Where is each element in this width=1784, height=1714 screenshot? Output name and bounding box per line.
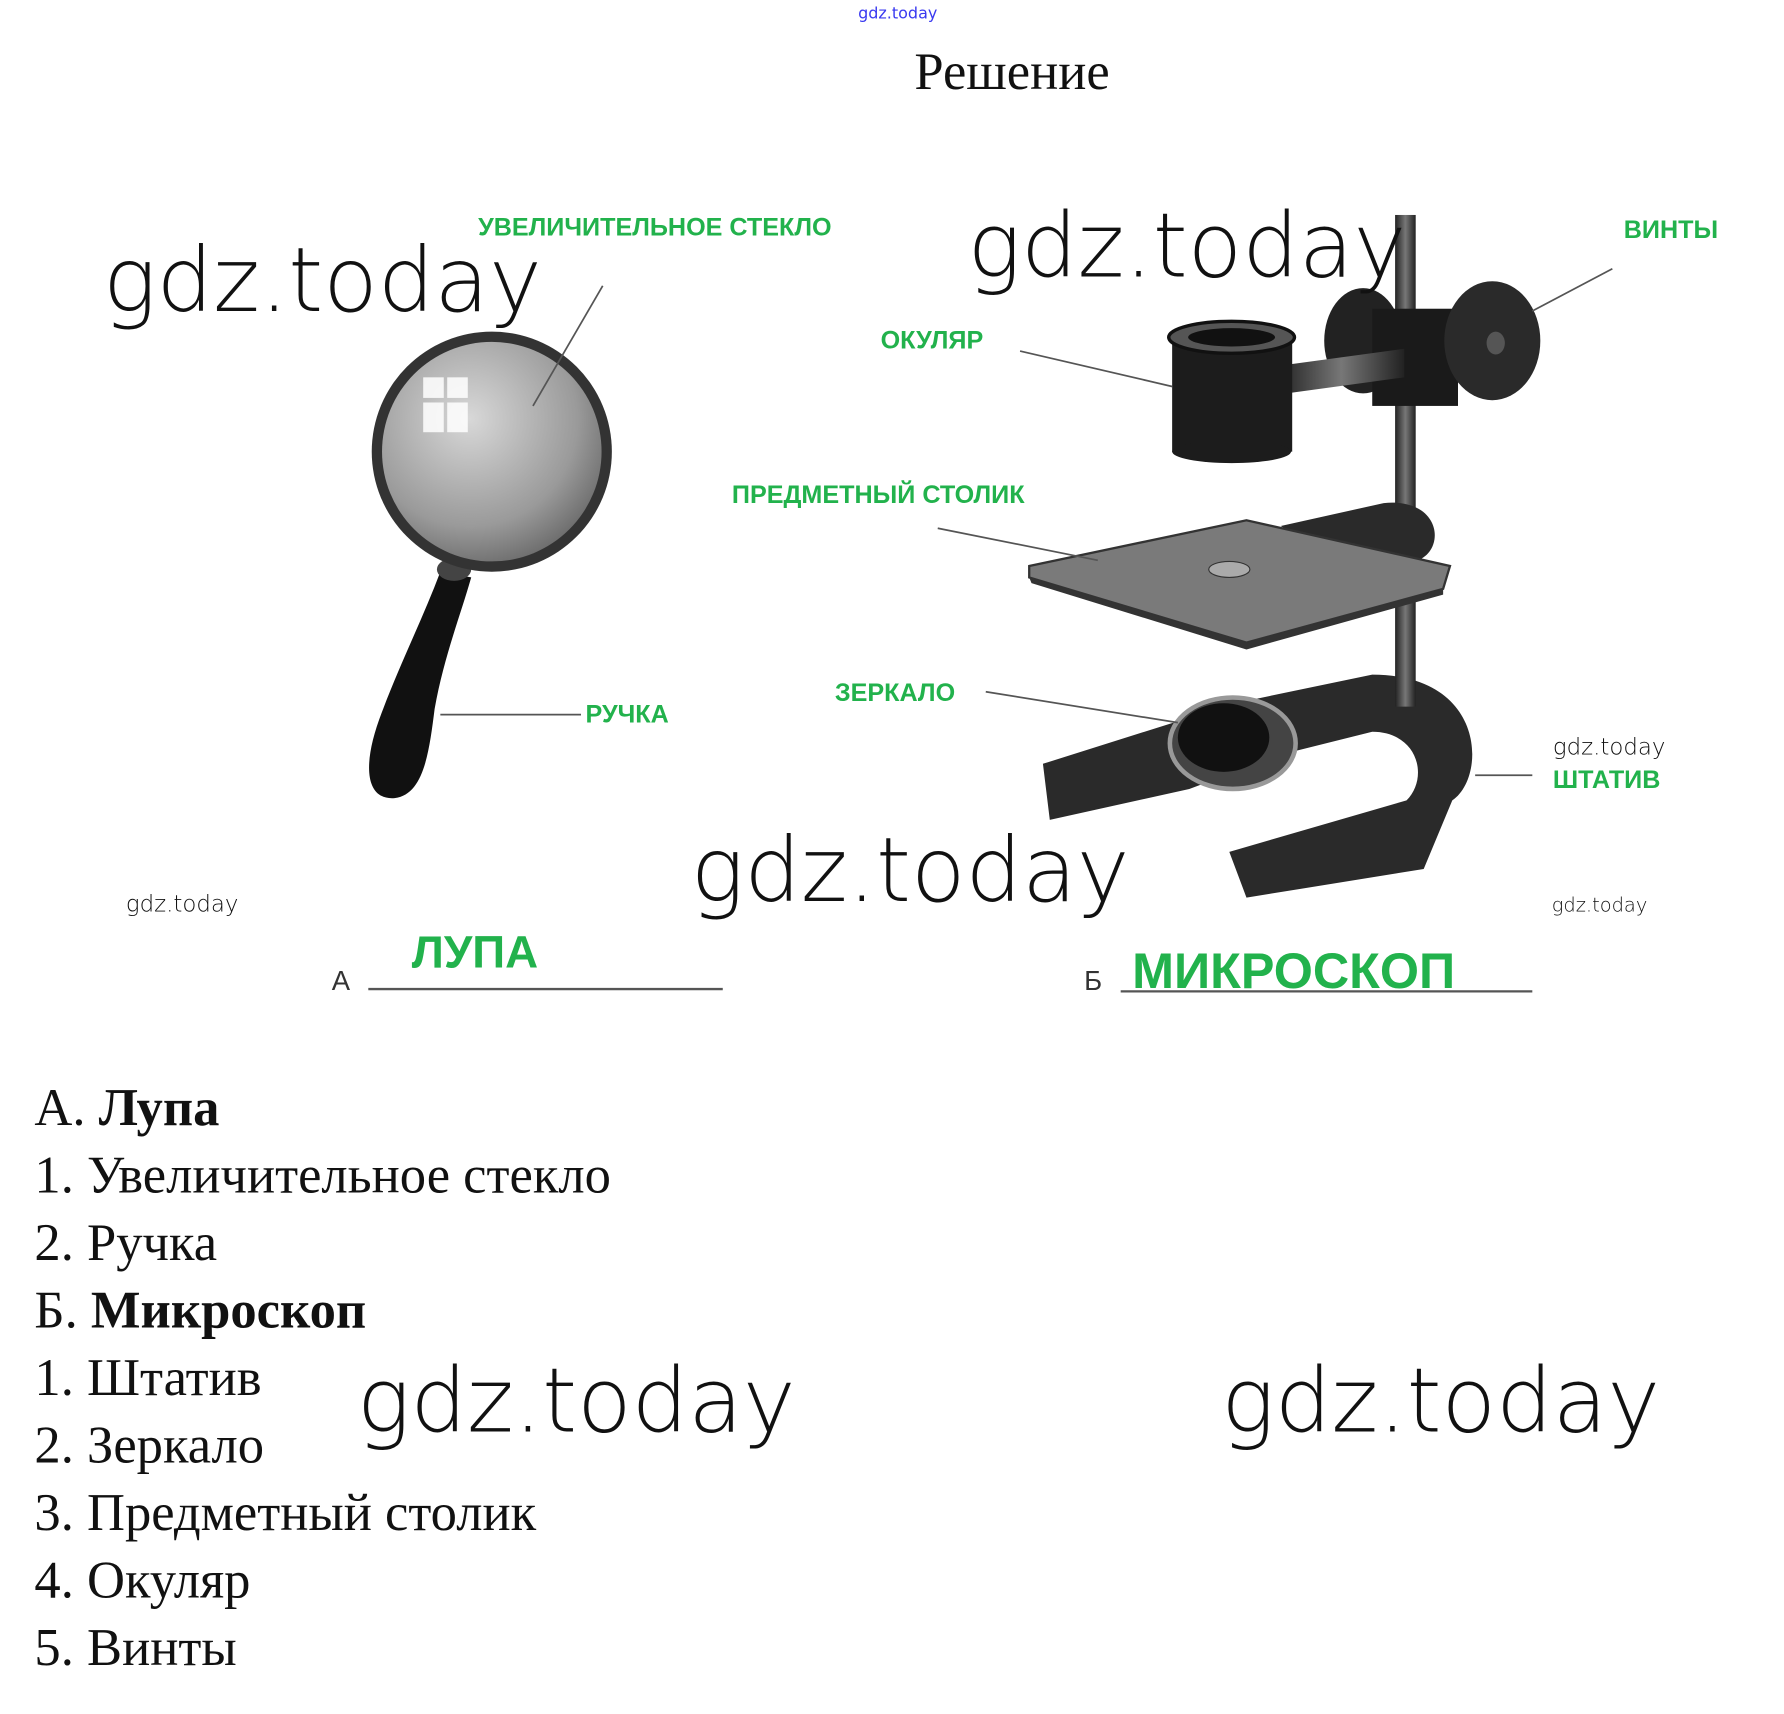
watermark: gdz.today xyxy=(1553,735,1666,761)
answer-item: 5. Винты xyxy=(34,1619,236,1677)
answer-item: 2. Зеркало xyxy=(34,1416,264,1474)
page-title: Решение xyxy=(914,43,1109,101)
label-eyepiece: ОКУЛЯР xyxy=(881,327,984,355)
answer-heading-a: А. Лупа xyxy=(34,1079,219,1137)
watermark: gdz.today xyxy=(691,819,1130,923)
answer-item: 2. Ручка xyxy=(34,1214,217,1272)
label-mirror: ЗЕРКАЛО xyxy=(835,679,955,707)
microscope-illustration xyxy=(1028,214,1541,898)
watermark: gdz.today xyxy=(967,195,1406,299)
label-stage: ПРЕДМЕТНЫЙ СТОЛИК xyxy=(732,479,1025,509)
answer-item: 1. Увеличительное стекло xyxy=(34,1147,610,1205)
label-screws: ВИНТЫ xyxy=(1624,216,1718,244)
answer-heading-b: Б. Микроскоп xyxy=(34,1282,366,1340)
caption-letter-b: Б xyxy=(1084,965,1102,996)
watermark: gdz.today xyxy=(1221,1350,1660,1454)
answer-item: 1. Штатив xyxy=(34,1349,261,1407)
caption-letter-a: А xyxy=(332,965,351,996)
answer-item: 3. Предметный столик xyxy=(34,1484,536,1542)
watermark: gdz.today xyxy=(103,229,542,333)
watermark: gdz.today xyxy=(1552,893,1648,916)
watermark: gdz.today xyxy=(126,891,239,917)
label-stand: ШТАТИВ xyxy=(1553,766,1661,794)
watermark: gdz.today xyxy=(357,1350,796,1454)
caption-magnifier: ЛУПА xyxy=(412,926,538,977)
top-watermark: gdz.today xyxy=(858,3,937,22)
label-magnifying-glass: УВЕЛИЧИТЕЛЬНОЕ СТЕКЛО xyxy=(478,214,832,242)
label-handle: РУЧКА xyxy=(586,701,669,729)
answer-item: 4. Окуляр xyxy=(34,1551,250,1609)
caption-microscope: МИКРОСКОП xyxy=(1132,942,1455,999)
magnifier-illustration xyxy=(369,331,612,799)
